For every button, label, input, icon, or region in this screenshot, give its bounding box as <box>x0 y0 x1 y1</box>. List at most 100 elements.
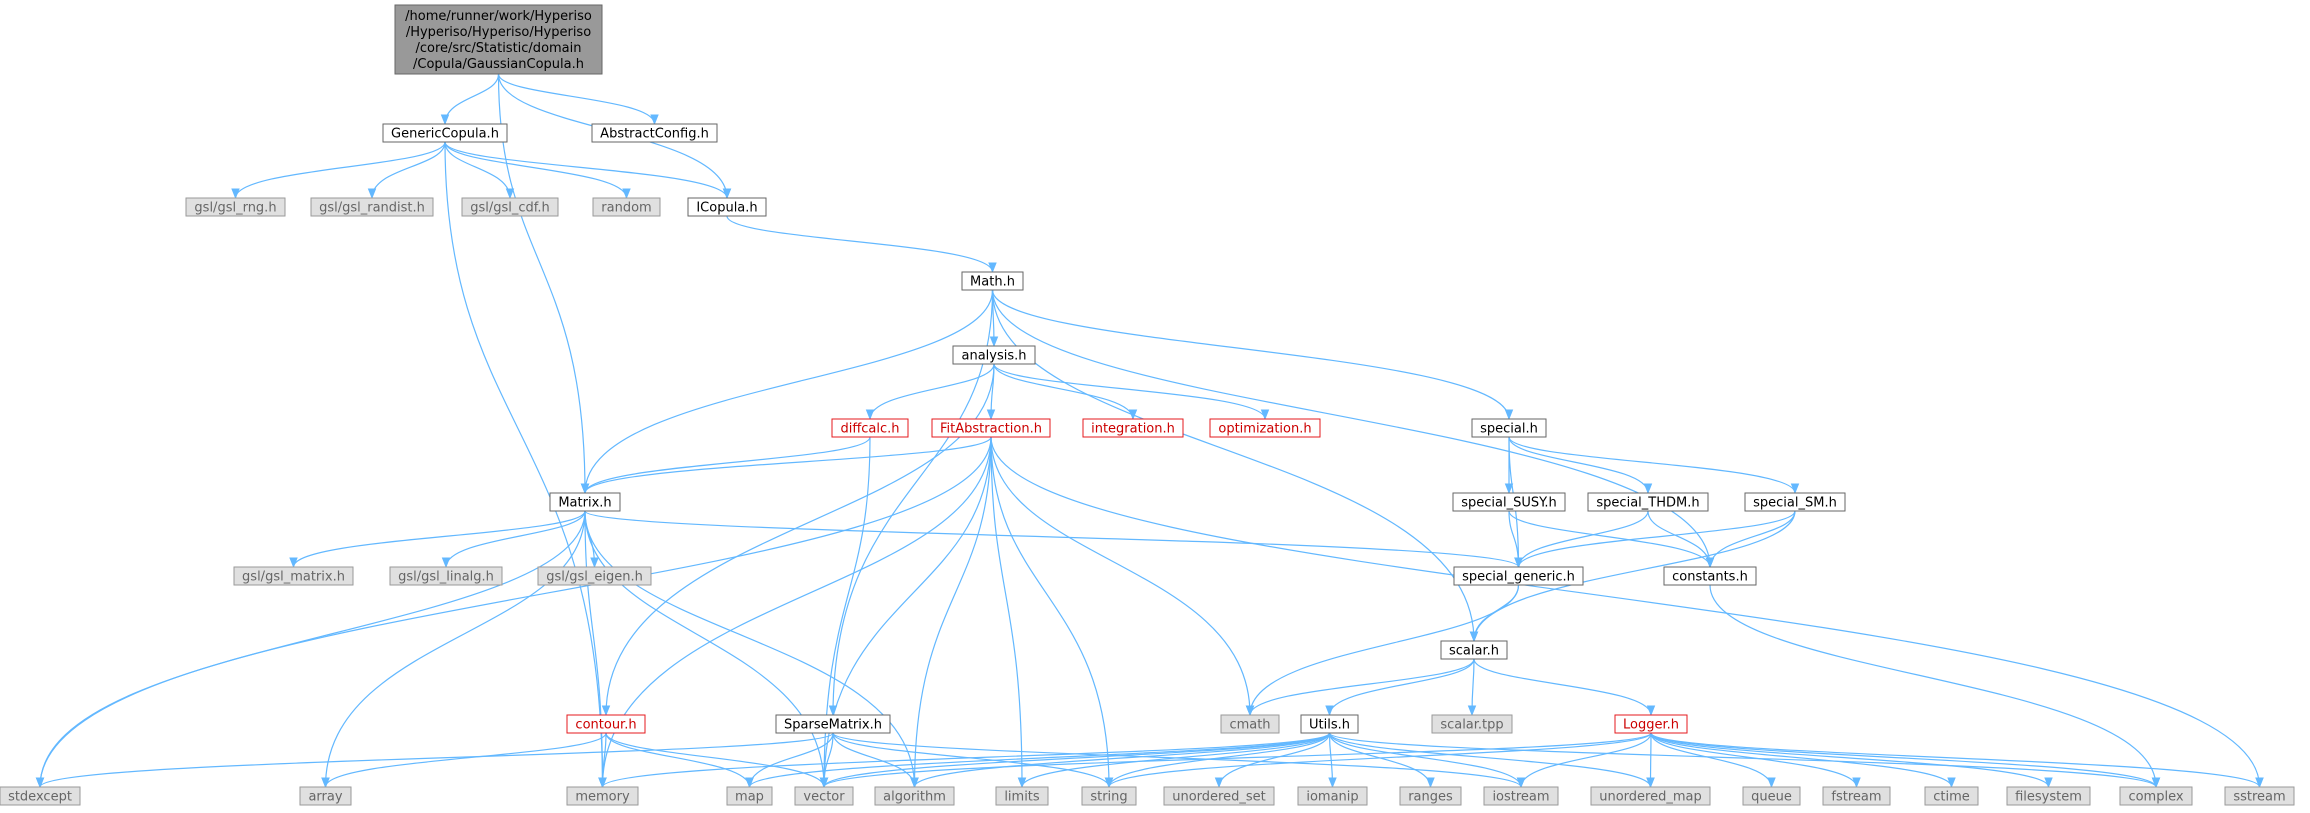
root-node-gaussian-copula[interactable]: /home/runner/work/Hyperiso /Hyperiso/Hyp… <box>394 4 603 75</box>
edge-utils-to-memory <box>598 732 1331 789</box>
node-label: gsl/gsl_randist.h <box>319 201 425 216</box>
node-iostream: iostream <box>1483 786 1559 806</box>
edge-logger-to-fstream <box>1650 732 1861 789</box>
node-label: fstream <box>1831 790 1881 805</box>
root-label-line-4: /Copula/GaussianCopula.h <box>413 57 584 72</box>
node-label: complex <box>2128 790 2183 805</box>
edge-logger-to-string <box>1104 732 1652 789</box>
node-ranges: ranges <box>1399 786 1462 806</box>
edge-math-to-matrix <box>580 289 994 495</box>
edge-special-to-special_thdm <box>1508 436 1653 495</box>
node-label: limits <box>1004 790 1040 805</box>
node-analysis[interactable]: analysis.h <box>952 345 1036 365</box>
node-matrix[interactable]: Matrix.h <box>549 492 621 512</box>
edge-utils-to-complex <box>1328 732 2161 789</box>
node-label: SparseMatrix.h <box>784 718 882 733</box>
node-special[interactable]: special.h <box>1471 418 1547 438</box>
edge-sparsematrix-to-stdexcept <box>35 732 834 789</box>
node-ctime: ctime <box>1924 786 1979 806</box>
edge-utils-to-string <box>1104 732 1331 789</box>
node-label: Math.h <box>970 275 1015 290</box>
node-label: iomanip <box>1306 790 1358 805</box>
edge-fitabstraction-to-vector <box>819 436 992 789</box>
edge-generic_copula-to-random <box>444 141 631 200</box>
edge-utils-to-map <box>745 732 1331 789</box>
node-contour[interactable]: contour.h <box>566 714 646 734</box>
edge-generic_copula-to-gsl_cdf <box>444 141 515 200</box>
node-optimization[interactable]: optimization.h <box>1209 418 1321 438</box>
node-sparsematrix[interactable]: SparseMatrix.h <box>775 714 891 734</box>
node-icopula[interactable]: ICopula.h <box>687 197 767 217</box>
node-filesystem: filesystem <box>2006 786 2091 806</box>
edge-logger-to-queue <box>1650 732 1776 789</box>
edge-utils-to-unordered_set <box>1214 732 1331 789</box>
node-fitabstraction[interactable]: FitAbstraction.h <box>931 418 1051 438</box>
node-label: special.h <box>1480 422 1538 437</box>
node-label: ranges <box>1408 790 1453 805</box>
edge-utils-to-iomanip <box>1328 732 1337 789</box>
node-label: diffcalc.h <box>840 422 899 437</box>
edge-logger-to-complex <box>1650 732 2161 789</box>
node-scalar-tpp: scalar.tpp <box>1431 714 1513 734</box>
node-integration[interactable]: integration.h <box>1082 418 1184 438</box>
node-unordered-map: unordered_map <box>1590 786 1711 806</box>
edge-diffcalc-to-matrix <box>580 436 871 495</box>
edge-sparsematrix-to-string <box>832 732 1114 789</box>
node-label: gsl/gsl_cdf.h <box>470 201 550 216</box>
node-label: scalar.h <box>1449 644 1499 659</box>
node-diffcalc[interactable]: diffcalc.h <box>831 418 909 438</box>
edge-matrix-to-memory <box>584 510 607 789</box>
node-special-thdm[interactable]: special_THDM.h <box>1587 492 1709 512</box>
node-special-sm[interactable]: special_SM.h <box>1744 492 1846 512</box>
node-cmath: cmath <box>1220 714 1280 734</box>
node-gsl-linalg: gsl/gsl_linalg.h <box>389 566 503 586</box>
node-fstream: fstream <box>1822 786 1891 806</box>
node-label: gsl/gsl_rng.h <box>194 201 276 216</box>
edge-matrix-to-special_generic <box>584 510 1523 569</box>
node-label: iostream <box>1492 790 1549 805</box>
node-gsl-cdf: gsl/gsl_cdf.h <box>461 197 559 217</box>
node-label: special_SM.h <box>1753 496 1837 511</box>
edge-matrix-to-gsl_linalg <box>441 510 586 569</box>
node-vector: vector <box>794 786 854 806</box>
node-logger[interactable]: Logger.h <box>1614 714 1688 734</box>
node-math[interactable]: Math.h <box>961 271 1024 291</box>
node-generic-copula[interactable]: GenericCopula.h <box>382 123 508 143</box>
edge-generic_copula-to-memory <box>444 141 607 789</box>
node-label: ctime <box>1933 790 1970 805</box>
edge-fitabstraction-to-limits <box>990 436 1027 789</box>
node-label: gsl/gsl_eigen.h <box>546 570 643 585</box>
edge-analysis-to-optimization <box>993 363 1270 421</box>
edge-root-to-matrix <box>497 73 590 495</box>
node-label: stdexcept <box>8 790 72 805</box>
edge-matrix-to-algorithm <box>584 510 919 789</box>
node-label: string <box>1090 790 1127 805</box>
node-array: array <box>299 786 352 806</box>
edge-logger-to-unordered_map <box>1646 732 1655 789</box>
node-label: constants.h <box>1672 570 1748 585</box>
edge-matrix-to-gsl_matrix <box>289 510 586 569</box>
edge-analysis-to-contour <box>601 363 995 717</box>
node-string: string <box>1081 786 1137 806</box>
node-special-generic[interactable]: special_generic.h <box>1453 566 1584 586</box>
node-label: contour.h <box>575 718 636 733</box>
edge-root-to-generic_copula <box>440 73 500 126</box>
node-label: special_generic.h <box>1462 570 1575 585</box>
edge-fitabstraction-to-string <box>990 436 1114 789</box>
node-utils[interactable]: Utils.h <box>1300 714 1359 734</box>
root-label-line-2: /Hyperiso/Hyperiso/Hyperiso <box>406 25 591 40</box>
edge-utils-to-iostream <box>1328 732 1526 789</box>
node-label: Matrix.h <box>558 496 611 511</box>
edge-scalar-to-utils <box>1325 658 1475 717</box>
node-complex: complex <box>2119 786 2193 806</box>
node-special-susy[interactable]: special_SUSY.h <box>1452 492 1566 512</box>
node-label: Logger.h <box>1623 718 1679 733</box>
node-label: ICopula.h <box>696 201 757 216</box>
edge-fitabstraction-to-cmath <box>990 436 1255 717</box>
node-abstract-config[interactable]: AbstractConfig.h <box>591 123 718 143</box>
edge-matrix-to-stdexcept <box>35 510 586 789</box>
node-gsl-eigen: gsl/gsl_eigen.h <box>537 566 652 586</box>
node-scalar[interactable]: scalar.h <box>1440 640 1508 660</box>
node-constants[interactable]: constants.h <box>1663 566 1757 586</box>
